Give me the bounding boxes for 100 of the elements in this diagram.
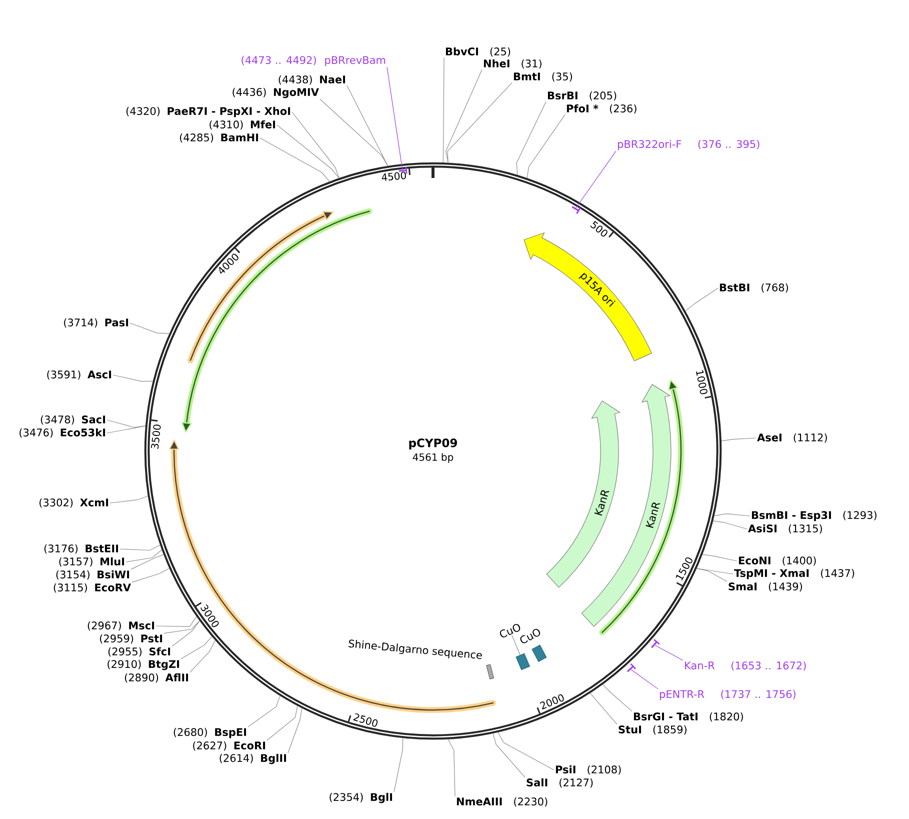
enzyme-site-label: SalI (2127) [526, 778, 593, 788]
enzyme-site-label: StuI (1859) [618, 725, 686, 735]
scale-label: 2000 [540, 694, 564, 710]
enzyme-site-label: (4320) PaeR7I - PspXI - XhoI [126, 106, 290, 118]
leader-line [172, 620, 200, 647]
enzyme-site-label: (4310) MfeI [210, 120, 276, 130]
enzyme-site-label: (4438) NaeI [278, 75, 346, 85]
leader-line [516, 101, 546, 176]
leader-line [498, 732, 554, 770]
enzyme-site-label: (2959) PstI [100, 634, 162, 644]
leader-line [120, 544, 160, 551]
feature-label: CuO [500, 624, 520, 638]
scale-label: 1000 [696, 370, 708, 394]
leader-line [132, 568, 170, 583]
scale-label: 2500 [353, 713, 378, 727]
leader-line [721, 438, 756, 442]
enzyme-site-label: (3714) PasI [64, 318, 128, 328]
plasmid-name: pCYP09 [409, 438, 457, 450]
plasmid-size: 4561 bp [412, 453, 454, 463]
enzyme-site-label: NmeAIII (2230) [456, 797, 548, 807]
primer-mark [651, 639, 660, 648]
leader-line [126, 549, 162, 562]
leader-line [386, 66, 403, 170]
enzyme-site-label: AsiSI (1315) [748, 524, 822, 534]
leader-line [394, 738, 404, 792]
leader-line [288, 708, 302, 754]
leader-line [164, 620, 200, 634]
leader-line [442, 57, 444, 163]
enzyme-site-label: (3154) BsiWI [56, 570, 130, 580]
enzyme-site-label: NheI (31) [484, 59, 542, 69]
enzyme-site-label: (3591) AscI [47, 370, 112, 380]
leader-line [106, 420, 146, 428]
enzyme-site-label: BmtI (35) [514, 72, 572, 82]
enzyme-site-label: BbvCI (25) [446, 47, 510, 57]
leader-line [630, 669, 658, 690]
leader-line [446, 69, 482, 164]
leader-line [156, 616, 197, 627]
feature-label: Shine-Dalgarno sequence [348, 640, 482, 659]
enzyme-site-label: (2955) SfcI [108, 647, 170, 657]
leader-line [112, 374, 154, 382]
leader-line [130, 554, 164, 570]
scale-label: 3500 [151, 424, 161, 449]
enzyme-site-label: BsrBI (205) [548, 91, 616, 101]
leader-line [248, 696, 280, 728]
feature-box [516, 653, 530, 670]
primer-label: pENTR-R (1737 .. 1756) [660, 690, 796, 700]
leader-line [130, 322, 170, 334]
leader-line [685, 288, 718, 312]
leader-line [526, 114, 566, 178]
leader-line [696, 568, 734, 574]
feature-label: CuO [520, 628, 540, 644]
leader-line [712, 520, 748, 530]
primer-label: (4473 .. 4492) pBRrevBam [242, 56, 386, 66]
leader-line [448, 738, 456, 797]
leader-line [654, 644, 684, 661]
leader-line [320, 98, 388, 166]
enzyme-site-label: (2890) AflII [124, 673, 188, 683]
leader-line [512, 634, 520, 656]
enzyme-site-label: (3302) XcmI [40, 498, 108, 508]
enzyme-site-label: BstBI (768) [720, 283, 788, 293]
enzyme-site-label: (2680) BspEI [174, 728, 246, 738]
primer-mark [572, 206, 581, 214]
leader-line [590, 692, 618, 725]
enzyme-site-label: (2967) MscI [88, 621, 154, 631]
enzyme-site-label: (3157) MluI [59, 557, 124, 567]
leader-line [602, 684, 632, 712]
enzyme-site-label: PsiI (2108) [556, 765, 621, 775]
leader-line [702, 554, 738, 562]
leader-line [447, 82, 512, 164]
enzyme-site-label: PfoI * (236) [566, 104, 636, 114]
enzyme-site-label: EcoNI (1400) [738, 556, 816, 566]
leader-line [110, 496, 148, 504]
leader-line [696, 568, 728, 582]
enzyme-site-label: SmaI (1439) [728, 582, 802, 592]
enzyme-site-label: (2614) BglII [220, 754, 286, 764]
leader-line [276, 124, 340, 178]
leader-line [576, 150, 616, 208]
enzyme-site-label: (2354) BglI [330, 792, 392, 804]
leader-line [266, 706, 298, 741]
primer-mark [626, 663, 636, 672]
enzyme-site-label: (2910) BtgZI [108, 660, 180, 670]
enzyme-site-label: (3478) SacI [40, 415, 106, 425]
primer-label: pBR322ori-F (376 .. 395) [618, 140, 760, 150]
enzyme-site-label: (4436) NgoMIV [232, 88, 319, 98]
enzyme-site-label: (4285) BamHI [180, 133, 258, 143]
primer-label: Kan-R (1653 .. 1672) [685, 661, 806, 671]
leader-line [714, 513, 750, 516]
enzyme-site-label: (3176) BstEII [44, 544, 118, 554]
leader-line [492, 733, 526, 778]
leader-line [180, 636, 212, 660]
enzyme-site-label: BsmBI - Esp3I (1293) [752, 510, 876, 522]
leader-line [190, 640, 216, 673]
enzyme-site-label: TspMI - XmaI (1437) [734, 568, 854, 580]
enzyme-site-label: AseI (1112) [757, 433, 827, 443]
scale-label: 4500 [382, 172, 406, 181]
enzyme-site-label: BsrGI - TatI (1820) [634, 712, 743, 722]
leader-line [346, 85, 388, 166]
enzyme-site-label: (2627) EcoRI [193, 741, 266, 751]
leader-line [260, 138, 330, 182]
leader-line [292, 112, 340, 178]
